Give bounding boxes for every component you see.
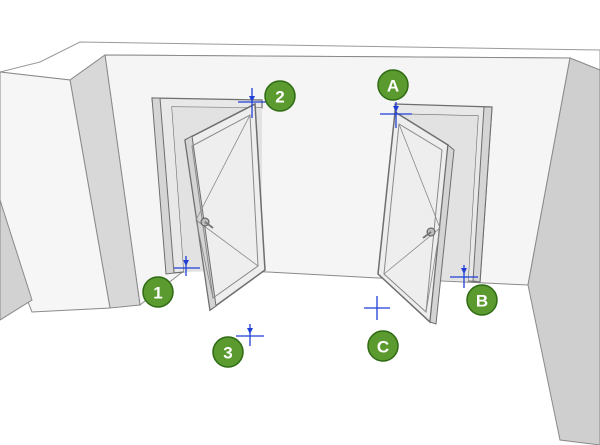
marker-b: B xyxy=(466,284,498,316)
marker-a: A xyxy=(377,69,409,101)
marker-2-label: 2 xyxy=(275,88,284,107)
cursor-c xyxy=(364,296,390,320)
right-door xyxy=(377,103,493,325)
marker-3-label: 3 xyxy=(223,344,232,363)
cursor-a xyxy=(380,102,412,128)
right-wall-side xyxy=(527,57,600,445)
marker-c-label: C xyxy=(377,338,389,357)
marker-1: 1 xyxy=(142,276,174,308)
marker-1-label: 1 xyxy=(153,284,162,303)
left-edge-strip xyxy=(0,199,33,321)
cursor-1 xyxy=(174,256,200,276)
cursor-b xyxy=(450,265,478,288)
floor xyxy=(0,270,600,445)
marker-a-label: A xyxy=(387,77,399,96)
left-door xyxy=(151,97,266,312)
marker-2: 2 xyxy=(264,80,296,112)
marker-b-label: B xyxy=(476,292,488,311)
cursor-2 xyxy=(238,88,266,118)
marker-c: C xyxy=(367,330,399,362)
marker-3: 3 xyxy=(212,336,244,368)
cursor-3 xyxy=(236,324,264,346)
left-wall-front xyxy=(0,71,111,313)
